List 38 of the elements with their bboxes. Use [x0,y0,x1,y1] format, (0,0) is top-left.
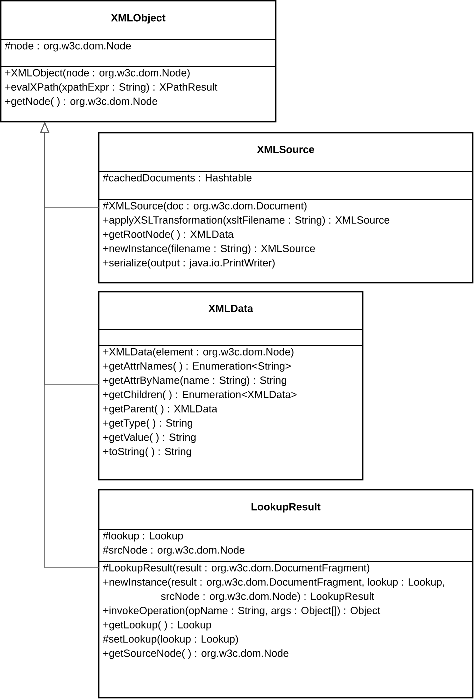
member-text: +getNode( ) : org.w3c.dom.Node [6,98,158,108]
operation-compartment [98,346,364,480]
class-name: XMLSource [257,146,314,154]
class-name: LookupResult [252,503,321,513]
attribute-compartment [98,172,474,200]
member-text: #srcNode : org.w3c.dom.Node [103,546,245,556]
member-text: #cachedDocuments : Hashtable [103,174,252,182]
member-text: +evalXPath(xpathExpr : String) : XPathResult [6,83,218,93]
member-text: +getSourceNode( ) : org.w3c.dom.Node [104,649,289,660]
member-text: +getType( ) : String [104,419,193,429]
operation-compartment [98,200,474,284]
attribute-compartment [98,530,474,562]
member-text: #lookup : Lookup [103,532,184,542]
operation-compartment [98,562,474,698]
member-text: #LookupResult(result : org.w3c.dom.DocumentFragment) [103,564,370,574]
member-text: +getRootNode( ) : XMLData [104,230,234,240]
member-text: +XMLData(element : org.w3c.dom.Node) [104,348,294,358]
member-text: +getParent( ) : XMLData [104,405,218,415]
member-text: #node : org.w3c.dom.Node [5,42,132,52]
attribute-compartment [0,40,276,68]
member-text: +getLookup( ) : Lookup [104,621,212,631]
class-name: XMLObject [111,14,166,24]
member-text: +toString( ) : String [104,448,192,458]
member-text: +invokeOperation(opName : String, args : Object[]) : Object [104,606,381,616]
member-text: +getAttrByName(name : String) : String [104,376,286,386]
member-text: #XMLSource(doc : org.w3c.dom.Document) [103,202,307,212]
attribute-compartment [98,330,364,346]
member-text: +getValue( ) : String [104,433,196,444]
member-text: +getAttrNames( ) : Enumeration<String> [104,362,291,372]
member-text: +XMLObject(node : org.w3c.dom.Node) [6,69,190,79]
class-name: XMLData [208,305,254,312]
member-text: +newInstance(result : org.w3c.dom.DocumentFragment, lookup : Lookup, srcNode : org.w3c.dom.Node) : LookupResult [104,578,444,602]
member-text: +getChildren( ) : Enumeration<XMLData> [104,390,297,400]
operation-compartment [0,66,276,122]
member-text: +applyXSLTransformation(xsltFilename : String) : XMLSource [104,216,390,226]
member-text: +newInstance(filename : String) : XMLSource [104,244,316,254]
member-text: #setLookup(lookup : Lookup) [103,635,238,645]
member-text: +serialize(output : java.io.PrintWriter) [104,259,275,269]
